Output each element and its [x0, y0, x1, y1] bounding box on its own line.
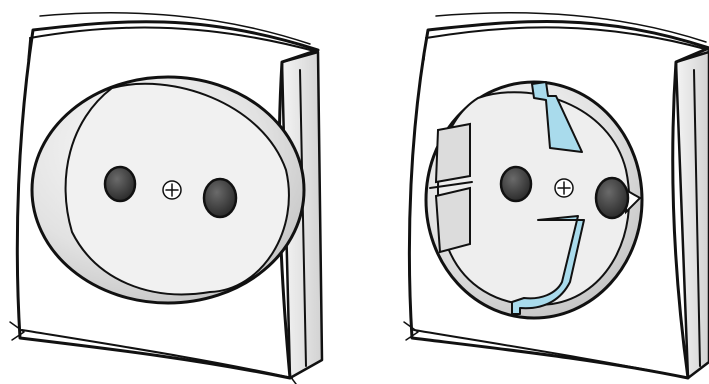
pin-hole-left — [501, 167, 531, 201]
centre-screw-icon — [163, 181, 181, 199]
pin-hole-right — [596, 178, 628, 218]
side-slot-left — [436, 124, 470, 182]
side-slot-left-lower — [436, 188, 470, 252]
socket-plain — [10, 13, 322, 384]
centre-screw-icon — [555, 179, 573, 197]
socket-with-earth-clips — [404, 13, 709, 378]
pin-hole-left — [105, 167, 135, 201]
pin-hole-right — [204, 179, 236, 217]
